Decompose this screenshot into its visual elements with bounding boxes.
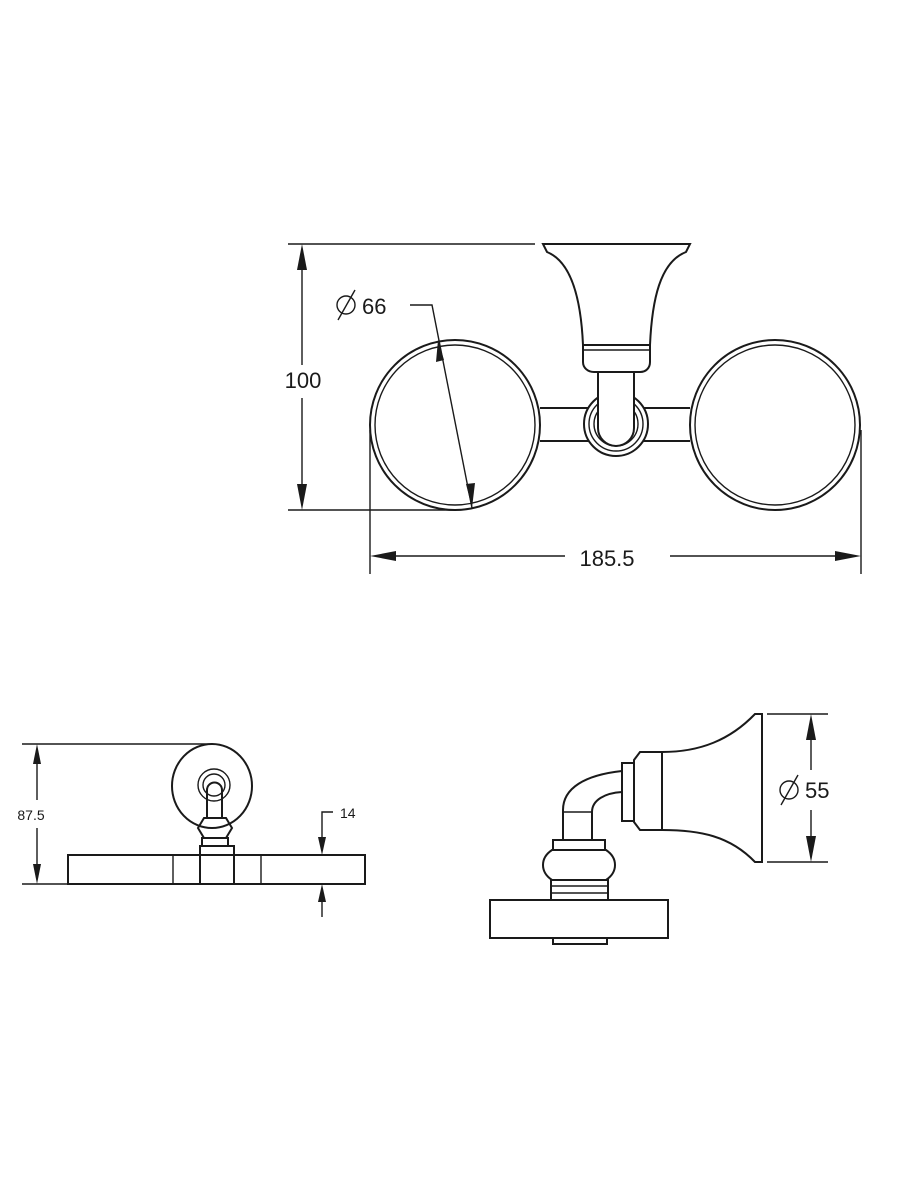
disk-ring-inner <box>202 773 226 797</box>
center-block <box>199 845 235 885</box>
arrow-66-top <box>436 340 444 362</box>
arrow-66-bottom <box>466 483 475 508</box>
dim-width-label: 185.5 <box>579 546 634 571</box>
wall-disk <box>171 743 253 829</box>
bar <box>67 854 366 885</box>
arrow-14-up <box>318 884 326 902</box>
left-ring-inner <box>374 344 536 506</box>
right-ring-inner <box>694 344 856 506</box>
wall-flange <box>541 243 692 346</box>
arrow-14-down <box>318 837 326 855</box>
arrow-down <box>297 484 307 510</box>
collar <box>552 839 606 851</box>
disk-ring <box>197 768 231 802</box>
arrow-left <box>370 551 396 561</box>
dim-14-leader <box>321 811 333 840</box>
dim-thickness-label: 14 <box>340 805 356 821</box>
arrow-up <box>297 244 307 270</box>
dim-diameter-66-label: 66 <box>362 294 386 319</box>
dim-depth-label: 87.5 <box>17 807 44 823</box>
front-view: 100 185.5 66 <box>285 243 862 574</box>
arrow-up <box>806 714 816 740</box>
knuckle <box>542 849 616 881</box>
thread <box>201 837 229 847</box>
stem <box>597 372 635 447</box>
top-view: 87.5 14 <box>17 743 366 917</box>
diameter-symbol-55 <box>779 774 799 806</box>
stem <box>206 781 223 819</box>
holder-base <box>489 899 669 939</box>
arrow-down <box>33 864 41 884</box>
elbow-pipe <box>562 770 623 840</box>
arrow-up <box>33 744 41 764</box>
wall-bell <box>661 713 763 863</box>
arrow-right <box>835 551 861 561</box>
dim-diameter-55-label: 55 <box>805 778 829 803</box>
thread <box>550 879 609 901</box>
dim-66-leader <box>410 304 473 509</box>
arrow-down <box>806 836 816 862</box>
flange-collar <box>621 762 635 822</box>
left-ring-outer <box>369 339 541 511</box>
side-view: 55 <box>489 713 829 945</box>
dim-height-label: 100 <box>285 368 322 393</box>
base-stub <box>552 938 608 945</box>
flange-ring <box>633 751 663 831</box>
right-ring-outer <box>689 339 861 511</box>
diameter-symbol-66 <box>336 289 356 321</box>
flange-collar <box>582 345 651 373</box>
